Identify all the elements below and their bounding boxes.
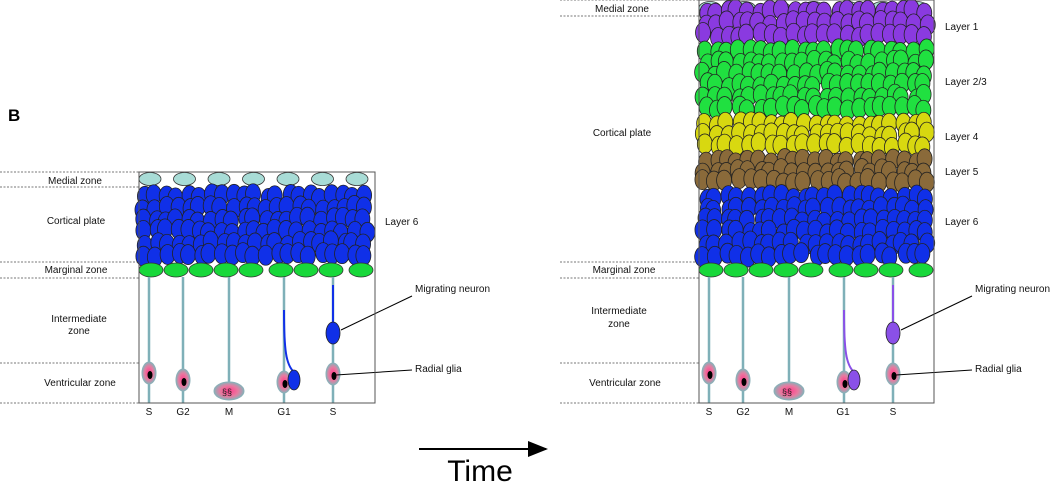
zone-label-ventricular: Ventricular zone bbox=[44, 378, 116, 389]
phase-label: G1 bbox=[836, 407, 850, 418]
phase-label: S bbox=[706, 407, 713, 418]
layer6-neuron bbox=[859, 243, 876, 265]
migrating-neuron bbox=[885, 321, 901, 345]
panel-letter: B bbox=[8, 106, 20, 125]
mitotic-cell bbox=[213, 381, 245, 401]
medial-zone-cell bbox=[276, 172, 300, 186]
phase-label: M bbox=[785, 407, 793, 418]
right-panel: §§ Medial zone Cortical plate Marginal z… bbox=[560, 0, 1050, 418]
layer4-neuron bbox=[696, 133, 713, 155]
phase-label: M bbox=[225, 407, 233, 418]
chromosomes: §§ bbox=[222, 387, 232, 397]
layer6-neuron bbox=[257, 244, 274, 266]
layer-label-5: Layer 5 bbox=[945, 167, 979, 178]
zone-label-medial: Medial zone bbox=[595, 4, 649, 15]
medial-zone-cell bbox=[345, 172, 369, 186]
callout-line bbox=[335, 369, 413, 376]
zone-divider-lines bbox=[0, 171, 139, 404]
phase-label: S bbox=[330, 407, 337, 418]
layer6-neuron bbox=[180, 244, 196, 265]
marginal-zone-cell bbox=[723, 262, 749, 278]
callout-radial-glia: Radial glia bbox=[415, 364, 462, 375]
callout-line bbox=[340, 295, 413, 331]
panel-frame bbox=[698, 0, 935, 404]
marginal-zone-cell bbox=[213, 262, 239, 278]
layer-label-4: Layer 4 bbox=[945, 132, 979, 143]
phase-label: S bbox=[146, 407, 153, 418]
layer6-neuron bbox=[793, 242, 810, 264]
migrating-neuron bbox=[325, 321, 341, 345]
zone-label-intermediate-2: zone bbox=[68, 326, 90, 337]
medial-zone-cell bbox=[311, 172, 334, 186]
nucleus bbox=[891, 372, 897, 380]
marginal-zone-cell bbox=[748, 262, 774, 278]
marginal-zone-cell bbox=[138, 262, 164, 278]
zone-label-cortical-plate: Cortical plate bbox=[593, 128, 652, 139]
marginal-zone-cell bbox=[268, 262, 294, 278]
medial-zone-cell bbox=[138, 172, 162, 186]
layer-label-1: Layer 1 bbox=[945, 22, 979, 33]
leading-process bbox=[283, 309, 295, 373]
layer4-neuron bbox=[750, 132, 767, 154]
zone-label-intermediate-1: Intermediate bbox=[591, 306, 647, 317]
nucleus bbox=[181, 378, 187, 386]
mitotic-cell bbox=[773, 381, 805, 401]
layer-label-2-3: Layer 2/3 bbox=[945, 77, 987, 88]
layer-label-6: Layer 6 bbox=[945, 217, 979, 228]
callout-migrating-neuron: Migrating neuron bbox=[975, 284, 1050, 295]
zone-label-cortical-plate: Cortical plate bbox=[47, 216, 106, 227]
medial-zone-cell bbox=[173, 172, 196, 186]
marginal-zone-cell bbox=[908, 262, 934, 278]
layer-label-6: Layer 6 bbox=[385, 217, 419, 228]
cell-layer-group: §§ bbox=[694, 0, 973, 403]
layer6-neuron bbox=[200, 242, 217, 264]
layer6-neuron bbox=[355, 245, 372, 267]
marginal-zone-cell bbox=[853, 262, 879, 278]
nucleus bbox=[707, 371, 713, 379]
daughter-neuron bbox=[847, 369, 861, 391]
marginal-zone-cell bbox=[698, 262, 724, 278]
zone-label-intermediate-1: Intermediate bbox=[51, 314, 107, 325]
phase-label: G2 bbox=[176, 407, 190, 418]
callout-line bbox=[900, 295, 973, 331]
marginal-zone-cell bbox=[878, 262, 904, 278]
nucleus bbox=[842, 380, 848, 388]
callout-migrating-neuron: Migrating neuron bbox=[415, 284, 490, 295]
marginal-zone-cell bbox=[238, 262, 264, 278]
nucleus bbox=[282, 380, 288, 388]
marginal-zone-cell bbox=[798, 262, 824, 278]
zone-divider-lines bbox=[560, 0, 699, 404]
chromosomes: §§ bbox=[782, 387, 792, 397]
marginal-zone-cell bbox=[773, 262, 799, 278]
marginal-zone-cell bbox=[163, 262, 189, 278]
phase-label: G2 bbox=[736, 407, 750, 418]
layer6-neuron bbox=[914, 243, 931, 264]
leading-process bbox=[843, 309, 855, 373]
nucleus bbox=[147, 371, 153, 379]
layer2-3-neuron bbox=[826, 96, 843, 118]
marginal-zone-cell bbox=[828, 262, 854, 278]
zone-label-marginal: Marginal zone bbox=[593, 265, 656, 276]
layer1-neuron bbox=[695, 22, 711, 43]
layer6-neuron bbox=[334, 243, 350, 265]
phase-label: S bbox=[890, 407, 897, 418]
left-panel: §§ Medial zone Cortical plate Marginal z… bbox=[0, 171, 490, 418]
zone-label-intermediate-2: zone bbox=[608, 319, 630, 330]
marginal-zone-cell bbox=[293, 262, 319, 278]
panel-frame bbox=[138, 171, 376, 404]
marginal-zone-cell bbox=[188, 262, 214, 278]
zone-label-medial: Medial zone bbox=[48, 176, 102, 187]
zone-label-ventricular: Ventricular zone bbox=[589, 378, 661, 389]
marginal-zone-cell bbox=[318, 262, 344, 278]
time-label: Time bbox=[447, 455, 513, 488]
nucleus bbox=[331, 372, 337, 380]
phase-label: G1 bbox=[277, 407, 291, 418]
daughter-neuron bbox=[287, 369, 301, 391]
nucleus bbox=[741, 378, 747, 386]
callout-radial-glia: Radial glia bbox=[975, 364, 1022, 375]
zone-label-marginal: Marginal zone bbox=[45, 265, 108, 276]
marginal-zone-cell bbox=[348, 262, 374, 278]
cell-layer-group: §§ bbox=[134, 172, 413, 403]
